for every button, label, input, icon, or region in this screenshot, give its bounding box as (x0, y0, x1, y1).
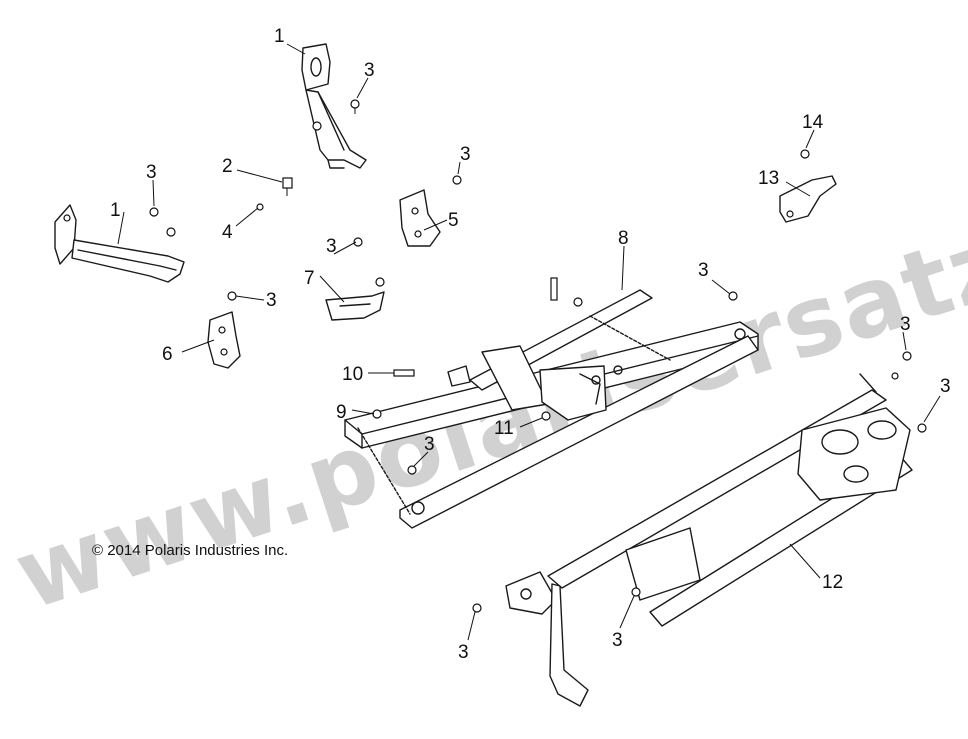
part-11-bolt (541, 411, 551, 421)
part-4-washer (256, 203, 264, 211)
callout-label: 9 (336, 402, 347, 423)
part-10-bolt (393, 369, 415, 377)
callout-label: 12 (822, 572, 843, 593)
callout-label: 3 (266, 290, 277, 311)
callout-label: 10 (342, 364, 363, 385)
part-3-bolt (407, 277, 738, 475)
callout-label: 3 (612, 630, 623, 651)
part-5-bracket (399, 175, 462, 247)
callout-label: 2 (222, 156, 233, 177)
callout-label: 11 (494, 418, 514, 439)
callout-label: 13 (758, 168, 779, 189)
part-3-bolt (149, 207, 176, 237)
callout-label: 1 (110, 200, 121, 221)
part-7-bracket (325, 237, 385, 321)
part-13-bracket (779, 175, 837, 223)
callout-label: 8 (618, 228, 629, 249)
callout-label: 3 (900, 314, 911, 335)
callout-label: 3 (940, 376, 951, 397)
copyright-text: © 2014 Polaris Industries Inc. (92, 542, 288, 559)
part-14-bolt (800, 149, 810, 159)
callout-label: 14 (802, 112, 824, 133)
part-1-left-bracket (54, 204, 185, 283)
callout-label: 3 (326, 236, 337, 257)
callout-label: 5 (448, 210, 459, 231)
callout-label: 3 (424, 434, 435, 455)
part-3-bolt (472, 351, 927, 613)
callout-label: 3 (364, 60, 375, 81)
part-12-frame (505, 373, 913, 707)
part-2-bolt (282, 177, 293, 196)
leader-lines (117, 43, 941, 641)
part-9-bolt (372, 409, 382, 419)
part-6-bracket (207, 291, 241, 369)
callout-label: 6 (162, 344, 173, 365)
part-3-bolt (312, 99, 360, 131)
callout-label: 3 (460, 144, 471, 165)
part-8-frame (344, 289, 759, 529)
callout-labels: 1 3 2 4 1 3 3 5 14 13 3 6 3 7 8 3 3 10 9… (110, 26, 951, 663)
part-1-top-bracket (301, 43, 367, 169)
callout-label: 4 (222, 222, 233, 243)
callout-label: 3 (458, 642, 469, 663)
callout-label: 3 (146, 162, 157, 183)
callout-label: 3 (698, 260, 709, 281)
callout-label: 7 (304, 268, 315, 289)
callout-label: 1 (274, 26, 285, 47)
